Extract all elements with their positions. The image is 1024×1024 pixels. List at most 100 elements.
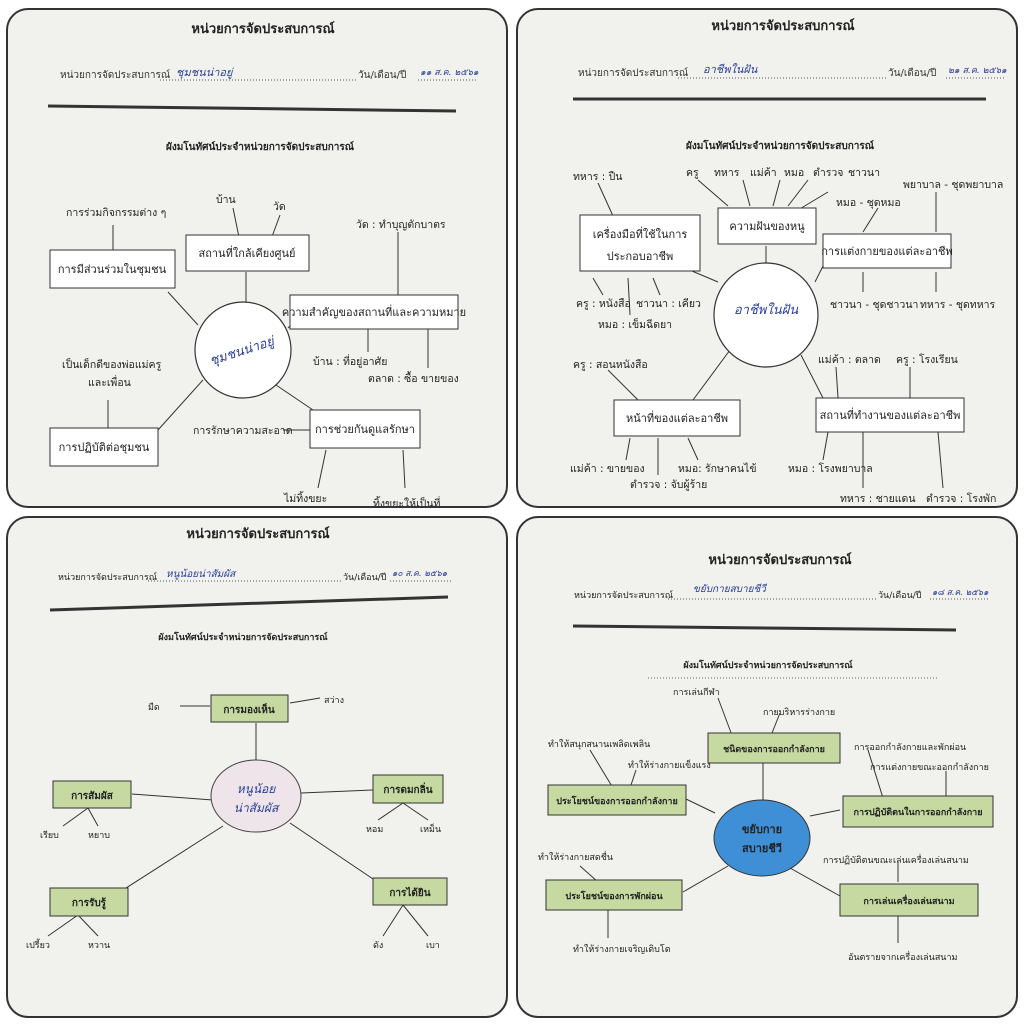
node-box bbox=[372, 877, 448, 906]
leaf-play-practice: การปฏิบัติตนขณะเล่นเครื่องเล่นสนาม bbox=[823, 853, 969, 866]
panel-exercise: หน่วยการจัดประสบการณ์ หน่วยการจัดประสบกา… bbox=[516, 516, 1018, 1018]
date-label: วัน/เดือน/ปี bbox=[888, 67, 936, 79]
diagram-subtitle: ผังมโนทัศน์ประจำหน่วยการจัดประสบการณ์ bbox=[158, 631, 328, 643]
unit-handwritten: ชุมชนน่าอยู่ bbox=[176, 66, 234, 79]
date-handwritten: ๑๘ ส.ค. ๒๕๖๑ bbox=[932, 588, 989, 598]
connector bbox=[809, 809, 841, 817]
node-box bbox=[545, 879, 683, 911]
node-box bbox=[49, 887, 129, 917]
leaf-good-child-1: เป็นเด็กดีของพ่อแม่ครู bbox=[62, 357, 162, 371]
date-handwritten: ๒๑ ส.ค. ๒๕๖๑ bbox=[948, 66, 1007, 76]
connector bbox=[697, 179, 729, 207]
connector bbox=[62, 807, 89, 827]
leaf-teacher-book: ครู : หนังสือ bbox=[576, 297, 631, 310]
leaf-merchant-place: แม่ค้า : ตลาด bbox=[818, 354, 881, 366]
center-ellipse bbox=[713, 799, 811, 877]
leaf-sour: เปรี้ยว bbox=[26, 938, 50, 951]
leaf-fresh: ทำให้ร่างกายสดชื่น bbox=[538, 850, 613, 863]
connector bbox=[627, 277, 631, 316]
node-dream: ความฝันของหนู bbox=[729, 220, 805, 233]
leaf-doctor-place: หมอ : โรงพยาบาล bbox=[788, 462, 873, 475]
node-box bbox=[822, 233, 952, 269]
connector bbox=[125, 825, 224, 889]
node-hearing: การได้ยิน bbox=[389, 886, 430, 899]
center-ellipse bbox=[210, 759, 302, 833]
node-box bbox=[49, 427, 159, 467]
leaf-good-child-2: และเพื่อน bbox=[88, 375, 131, 389]
node-tools-line-2: ประกอบอาชีพ bbox=[607, 250, 674, 263]
diagram-subtitle: ผังมโนทัศน์ประจำหน่วยการจัดประสบการณ์ bbox=[683, 659, 853, 671]
leaf-dream-farmer: ชาวนา bbox=[848, 167, 880, 179]
connector bbox=[787, 179, 809, 207]
leaf-nurse-dress: พยาบาล - ชุดพยาบาล bbox=[903, 179, 1003, 191]
unit-handwritten: อาชีพในฝัน bbox=[703, 63, 758, 76]
center-label-line-1: ขยับกาย bbox=[742, 823, 782, 836]
mindmap-senses: หนูน้อย น่าสัมผัส การมองเห็น การสัมผัส ก… bbox=[26, 694, 448, 951]
node-conduct: การปฏิบัติต่อชุมชน bbox=[59, 441, 150, 454]
connector bbox=[682, 865, 729, 893]
connector bbox=[77, 914, 99, 937]
connector bbox=[652, 277, 661, 296]
leaf-growth: ทำให้ร่างกายเจริญเติบโต bbox=[573, 944, 671, 955]
node-box bbox=[717, 207, 817, 245]
leaf-activities: การร่วมกิจกรรมต่าง ๆ bbox=[66, 207, 166, 219]
connector bbox=[597, 182, 614, 217]
leaf-dream-merchant: แม่ค้า bbox=[750, 167, 777, 179]
panel-senses: หน่วยการจัดประสบการณ์ หน่วยการจัดประสบกา… bbox=[6, 516, 508, 1018]
connector bbox=[685, 798, 716, 814]
leaf-bright: สว่าง bbox=[324, 696, 344, 706]
node-workplace: สถานที่ทำงานของแต่ละอาชีพ bbox=[820, 407, 961, 422]
center-label-line-2: สบายชีวี bbox=[742, 842, 782, 855]
leaf-temple-meaning: วัด : ทำบุญตักบาตร bbox=[356, 219, 446, 231]
connector bbox=[289, 822, 377, 882]
connector bbox=[131, 793, 214, 801]
node-box bbox=[210, 694, 289, 723]
leaf-no-litter: ไม่ทิ้งขยะ bbox=[283, 491, 327, 505]
unit-label: หน่วยการจัดประสบการณ์ bbox=[578, 67, 688, 79]
leaf-doctor-duty: หมอ: รักษาคนไข้ bbox=[678, 462, 757, 475]
connector bbox=[289, 697, 321, 704]
connector bbox=[687, 437, 699, 461]
diagram-subtitle: ผังมโนทัศน์ประจำหน่วยการจัดประสบการณ์ bbox=[686, 139, 875, 152]
leaf-rough: หยาบ bbox=[88, 831, 110, 841]
connector bbox=[157, 379, 204, 431]
node-box bbox=[52, 780, 132, 809]
node-dress: การแต่งกายของแต่ละอาชีพ bbox=[821, 245, 953, 258]
unit-label: หน่วยการจัดประสบการณ์ bbox=[58, 571, 157, 583]
connector bbox=[275, 384, 314, 411]
connector bbox=[717, 697, 734, 739]
node-touch: การสัมผัส bbox=[71, 790, 114, 802]
divider-line bbox=[572, 624, 957, 632]
leaf-smelly: เหม็น bbox=[420, 822, 441, 835]
mindmap-exercise: ขยับกาย สบายชีวี ชนิดของการออกกำลังกาย ป… bbox=[538, 687, 994, 963]
node-box bbox=[49, 249, 176, 289]
node-box bbox=[372, 774, 444, 804]
connector bbox=[402, 449, 406, 489]
panel-community-svg: หน่วยการจัดประสบการณ์ หน่วยการจัดประสบกา… bbox=[47, 21, 479, 506]
node-box bbox=[309, 409, 421, 449]
node-playground: การเล่นเครื่องเล่นสนาม bbox=[863, 894, 954, 907]
connector bbox=[822, 431, 829, 461]
node-box bbox=[815, 397, 965, 433]
leaf-soldier-dress: ทหาร - ชุดทหาร bbox=[920, 299, 996, 311]
divider-line bbox=[49, 595, 449, 612]
mindmap-community: ชุมชนน่าอยู่ การมีส่วนร่วมในชุมชน สถานที… bbox=[49, 194, 466, 506]
connector bbox=[625, 437, 631, 461]
node-participation: การมีส่วนร่วมในชุมชน bbox=[58, 263, 167, 276]
leaf-danger: อันตรายจากเครื่องเล่นสนาม bbox=[848, 950, 958, 963]
center-circle bbox=[713, 262, 819, 368]
node-rest: ประโยชน์ของการพักผ่อน bbox=[565, 890, 663, 902]
node-box bbox=[185, 234, 310, 272]
unit-label: หน่วยการจัดประสบการณ์ bbox=[60, 69, 170, 81]
leaf-exercise-rest: การออกกำลังกายและพักผ่อน bbox=[854, 742, 966, 753]
unit-handwritten: ขยับกายสบายชีวี bbox=[693, 583, 768, 595]
connector bbox=[382, 904, 404, 937]
leaf-fun: ทำให้สนุกสนานเพลิดเพลิน bbox=[548, 739, 650, 750]
leaf-teacher-place: ครู : โรงเรียน bbox=[896, 353, 958, 366]
leaf-cleanliness: การรักษาความสะอาด bbox=[193, 425, 293, 437]
center-label-line-2: น่าสัมผัส bbox=[234, 801, 280, 815]
node-benefits: ประโยชน์ของการออกกำลังกาย bbox=[556, 795, 678, 807]
node-care: การช่วยกันดูแลรักษา bbox=[315, 423, 415, 436]
node-box bbox=[289, 294, 459, 330]
connector bbox=[402, 904, 429, 937]
